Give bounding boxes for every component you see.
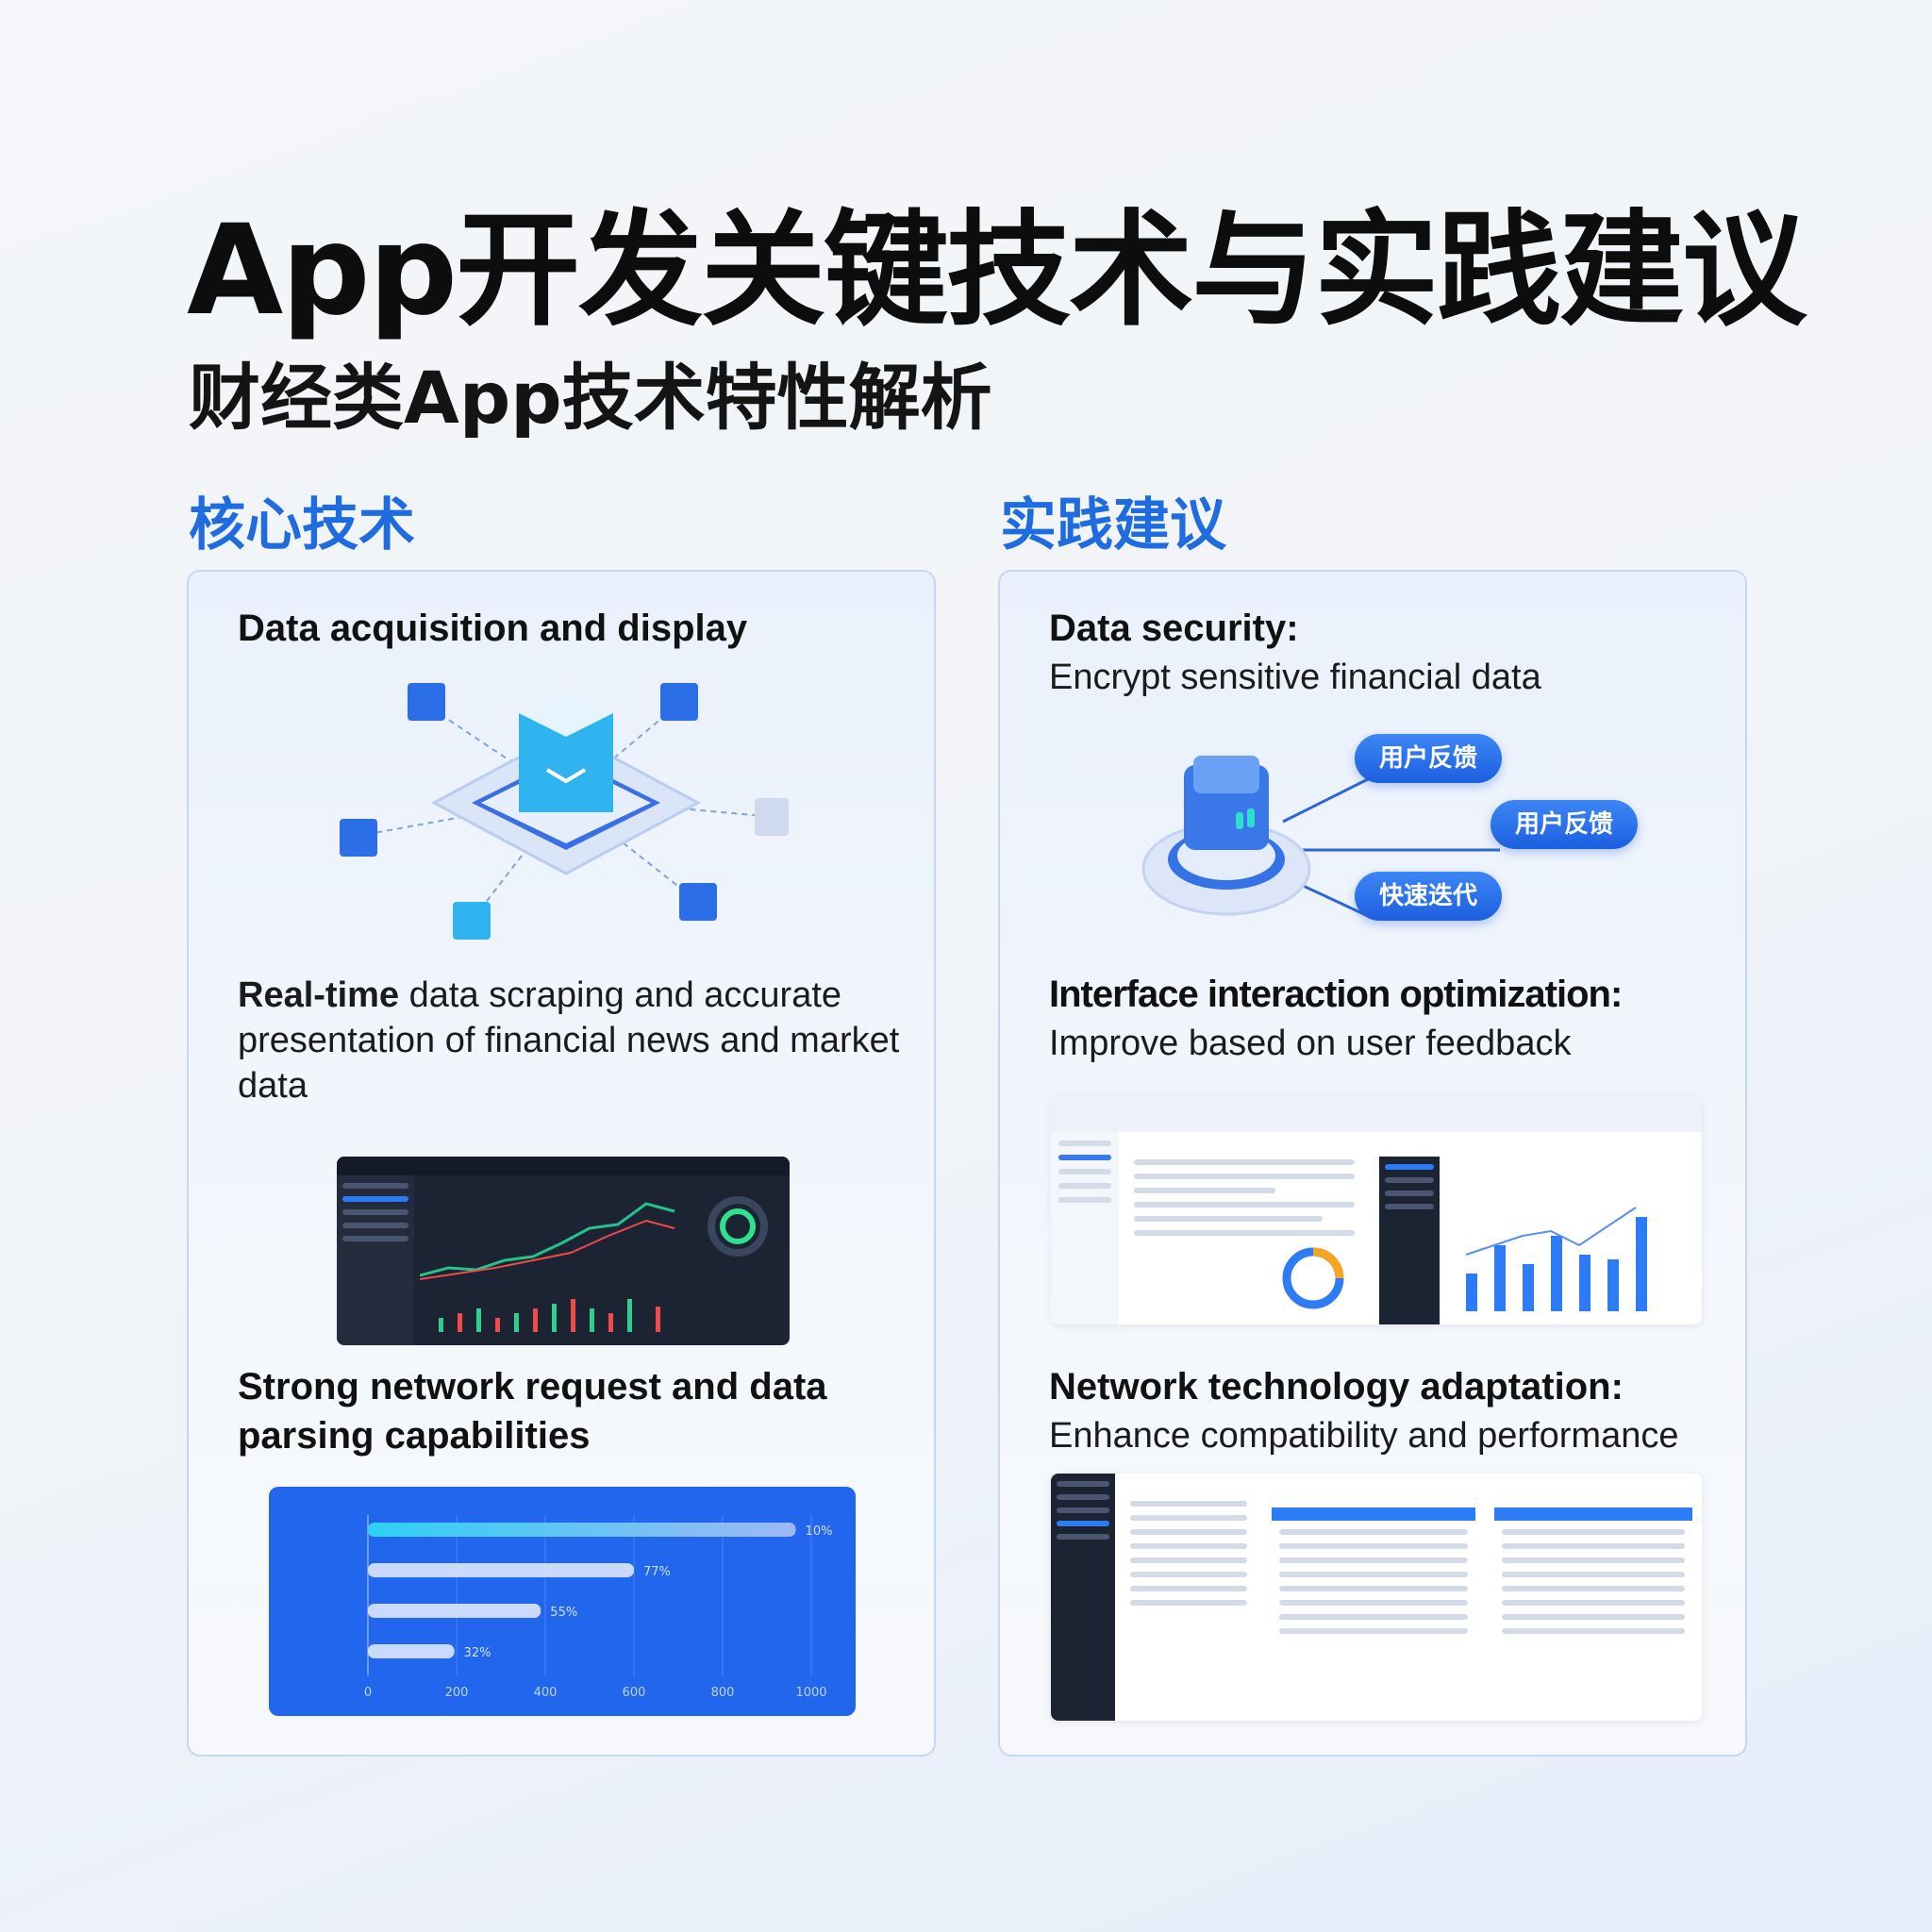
bar-data-label: 10% <box>806 1524 833 1539</box>
data-security-text: Encrypt sensitive financial data <box>1049 658 1541 697</box>
section-title-practice: 实践建议 <box>1000 492 1226 558</box>
data-security-title: Data security: <box>1049 608 1299 649</box>
x-tick-label: 0 <box>364 1686 372 1700</box>
x-tick-label: 400 <box>534 1686 558 1700</box>
column-chart <box>1465 1207 1647 1311</box>
bar-chart: 0 200 400 600 800 1000 10% 77% 55% 32% <box>269 1487 856 1716</box>
security-server-illustration <box>1141 756 1500 918</box>
realtime-description: Real-time data scraping and accurate pre… <box>238 973 917 1108</box>
donut-chart <box>1282 1247 1344 1309</box>
network-request-title: Strong network request and data parsing … <box>238 1366 827 1457</box>
bar <box>368 1604 541 1618</box>
bar-data-label: 77% <box>643 1565 671 1579</box>
realtime-text: data scraping and accurate presentation … <box>238 975 900 1106</box>
realtime-bold: Real-time <box>238 975 400 1015</box>
interface-optimization-text: Improve based on user feedback <box>1049 1024 1572 1063</box>
data-acquisition-title: Data acquisition and display <box>238 608 748 649</box>
section-title-core: 核心技术 <box>189 492 415 558</box>
page-subtitle: 财经类App技术特性解析 <box>189 356 992 440</box>
pill-fast-iteration: 快速迭代 <box>1355 872 1503 921</box>
bar <box>368 1523 796 1537</box>
chart-background <box>269 1487 856 1716</box>
candlestick-chart <box>420 1202 675 1332</box>
pill-user-feedback-2: 用户反馈 <box>1491 800 1639 849</box>
ui-optimization-screenshots <box>1051 1094 1702 1324</box>
x-tick-label: 1000 <box>795 1686 826 1700</box>
bar-data-label: 32% <box>464 1646 491 1660</box>
pill-user-feedback-1: 用户反馈 <box>1355 734 1503 783</box>
core-tech-card: Data acquisition and display Real-time d… <box>187 570 936 1757</box>
data-network-illustration <box>340 683 789 940</box>
bar-data-label: 55% <box>550 1606 577 1620</box>
interface-optimization-title: Interface interaction optimization: <box>1049 974 1623 1015</box>
x-tick-label: 800 <box>711 1686 735 1700</box>
x-tick-label: 200 <box>445 1686 469 1700</box>
page-title: App开发关键技术与实践建议 <box>187 198 1807 343</box>
practice-card: Data security: Encrypt sensitive financi… <box>998 570 1747 1757</box>
network-adaptation-title: Network technology adaptation: <box>1049 1366 1624 1407</box>
x-tick-label: 600 <box>623 1686 646 1700</box>
network-adaptation-text: Enhance compatibility and performance <box>1049 1416 1679 1456</box>
gauge-widget <box>708 1196 768 1257</box>
trading-dashboard-screenshot <box>337 1157 790 1345</box>
bar <box>368 1644 455 1658</box>
compatibility-table-screenshots <box>1051 1474 1702 1721</box>
bar <box>368 1563 634 1577</box>
